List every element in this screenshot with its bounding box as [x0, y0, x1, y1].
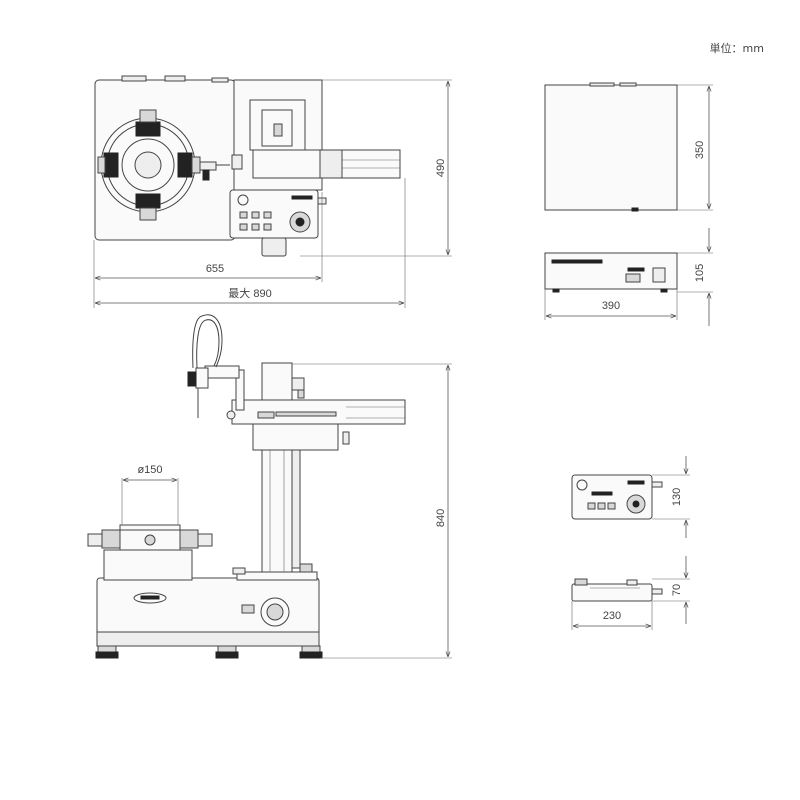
main-height-label: 840 — [435, 509, 447, 527]
main-max-width-label: 最大 890 — [228, 286, 271, 300]
controller-top-view: 130 — [571, 456, 690, 538]
table-diameter-label: ø150 — [137, 464, 162, 476]
controller-depth-label: 130 — [671, 488, 683, 506]
main-unit-top-view — [94, 75, 401, 257]
main-unit-front-view: ø150 840 — [87, 314, 452, 659]
controller-front-view: 70 230 — [571, 556, 690, 630]
main-width-label: 655 — [206, 263, 224, 275]
box-width-label: 390 — [602, 300, 620, 312]
box-height-label: 105 — [694, 264, 706, 282]
processor-box-top-view: 350 — [544, 82, 713, 212]
processor-box-front-view: 105 390 — [544, 228, 713, 326]
main-depth-label: 490 — [435, 159, 447, 177]
controller-width-label: 230 — [603, 610, 621, 622]
controller-height-label: 70 — [671, 584, 683, 596]
unit-label: 単位：mm — [710, 41, 764, 55]
main-top-dimensions: 490 655 最大 890 — [93, 79, 452, 308]
box-depth-label: 350 — [694, 141, 706, 159]
